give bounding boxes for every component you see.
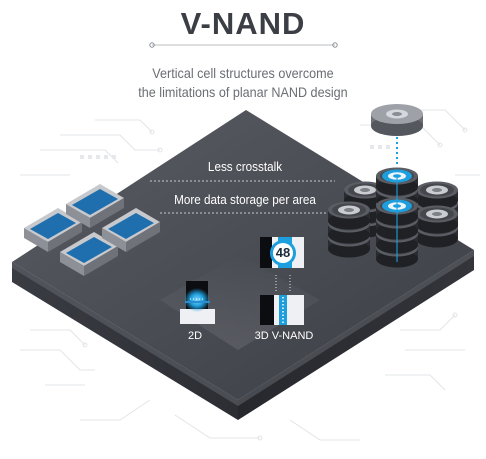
planar-chip bbox=[24, 208, 82, 252]
layer-count-badge: 48 bbox=[275, 245, 291, 260]
planar-chip bbox=[66, 184, 124, 228]
page-title: V-NAND bbox=[180, 6, 306, 41]
planar-cell-model bbox=[180, 281, 215, 324]
title-divider bbox=[149, 42, 338, 48]
vnand-top-disc bbox=[371, 104, 423, 166]
planar-chip bbox=[60, 232, 118, 276]
benefit-less-crosstalk: Less crosstalk bbox=[207, 159, 283, 174]
planar-cell-label: 2D bbox=[187, 330, 203, 342]
deck-dividers bbox=[150, 180, 335, 214]
vnand-cell-model-lower bbox=[260, 275, 304, 325]
vnand-cell-model-upper bbox=[260, 237, 304, 268]
benefit-more-storage: More data storage per area bbox=[174, 192, 316, 207]
planar-chip bbox=[102, 208, 160, 252]
vnand-cylinder-stacks bbox=[328, 167, 458, 268]
subtitle-line-2: the limitations of planar NAND design bbox=[138, 84, 348, 100]
circuit-pads bbox=[80, 145, 390, 159]
cylinder-stack-mid-left bbox=[328, 201, 370, 258]
planar-chip-array bbox=[24, 184, 160, 276]
subtitle-line-1: Vertical cell structures overcome bbox=[152, 65, 334, 81]
cylinder-stack-mid-right bbox=[416, 205, 458, 248]
vnand-cell-label: 3D V-NAND bbox=[254, 330, 314, 342]
